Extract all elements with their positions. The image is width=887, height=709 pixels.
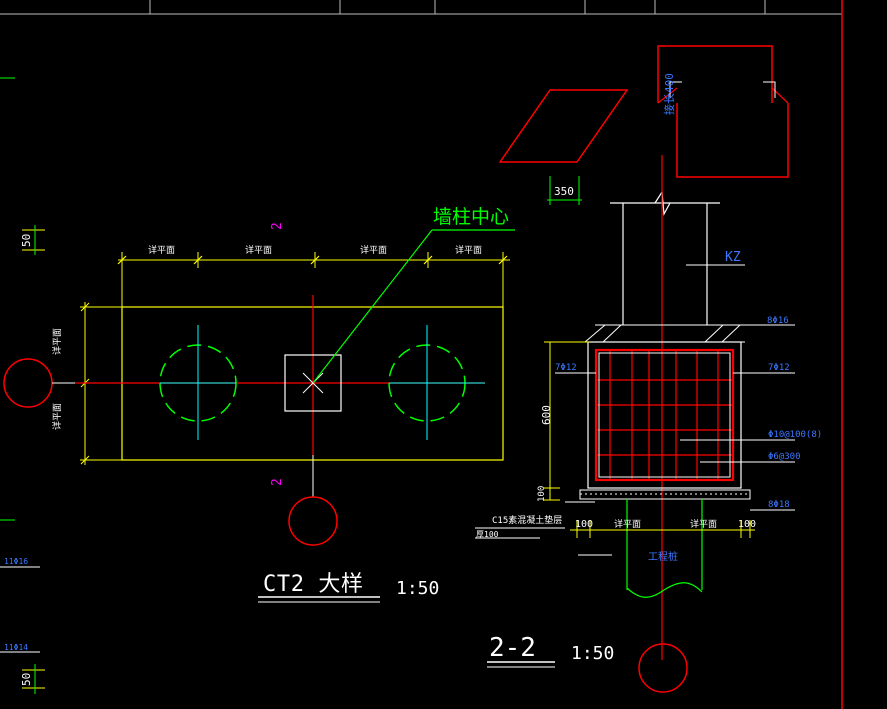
pile-sec-dim-a: 详平面 <box>614 518 641 530</box>
rebar-tie-label: Φ6@300 <box>768 452 801 462</box>
dim-100-right: 100 <box>738 519 756 530</box>
kz-label: KZ <box>725 250 741 265</box>
left-rebar-b: 11Φ14 <box>4 643 28 652</box>
dim-600: 600 <box>540 405 553 425</box>
rotated-label: 接长400 <box>663 73 676 115</box>
c15-bedding-label: C15素混凝土垫层 <box>492 514 562 526</box>
plan-dim-c: 详平面 <box>360 244 387 256</box>
plan-side-a: 详平面 <box>51 328 63 355</box>
rebar-bottom-label: 8Φ18 <box>768 500 790 510</box>
section-scale: 1:50 <box>571 643 614 664</box>
left-rebar-a: 11Φ16 <box>4 557 28 566</box>
rebar-side-left-label: 7Φ12 <box>555 363 577 373</box>
pile-label: 工程桩 <box>648 550 678 563</box>
dim-100-left: 100 <box>575 519 593 530</box>
section-mark-bottom: 2 <box>270 478 285 486</box>
rebar-stirrup-label: Φ10@100(8) <box>768 430 822 440</box>
ct2-scale: 1:50 <box>396 578 439 599</box>
bedding-note-label: 厚100 <box>476 530 499 539</box>
left-dim-50-bottom: 50 <box>20 673 33 686</box>
plan-dim-d: 详平面 <box>455 244 482 256</box>
section-mark-top: 2 <box>270 222 285 230</box>
dim-100-vertical: 100 <box>537 486 547 502</box>
rebar-top-label: 8Φ16 <box>767 316 789 326</box>
plan-dim-b: 详平面 <box>245 244 272 256</box>
dim-350: 350 <box>554 185 574 198</box>
section-title: 2-2 <box>489 633 536 663</box>
rebar-side-right-label: 7Φ12 <box>768 363 790 373</box>
wall-column-center-label: 墙柱中心 <box>433 206 509 228</box>
plan-side-b: 详平面 <box>51 403 63 430</box>
pile-sec-dim-b: 详平面 <box>690 518 717 530</box>
top-frame <box>0 0 842 15</box>
left-dim-50-top: 50 <box>20 234 33 247</box>
left-edge-fragments <box>0 77 75 694</box>
ct2-title: CT2 大样 <box>263 572 363 597</box>
section-2-2 <box>475 45 795 693</box>
plan-dim-a: 详平面 <box>148 244 175 256</box>
ct2-plan <box>75 229 515 603</box>
